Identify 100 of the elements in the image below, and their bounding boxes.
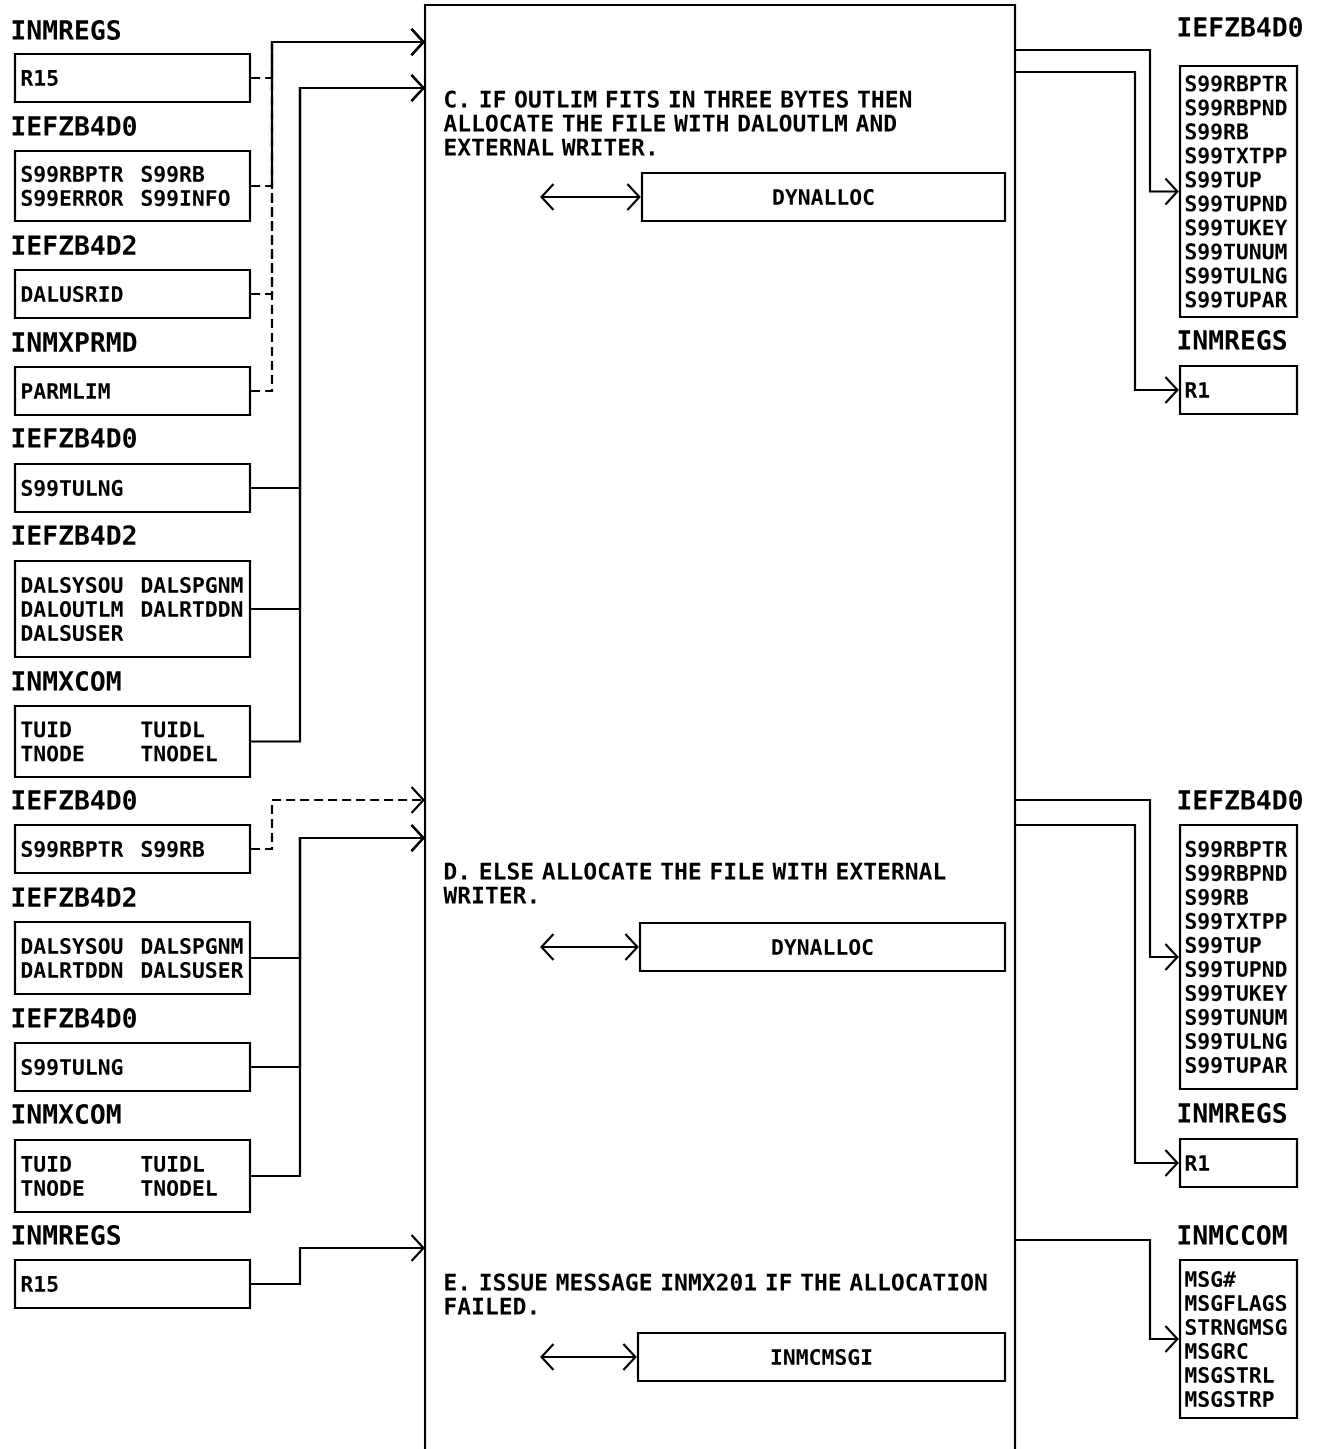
data-area-heading: INMREGS — [1178, 1103, 1287, 1123]
data-area-heading: IEFZB4D0 — [1178, 790, 1302, 810]
node-label: S99RBPTR — [21, 165, 124, 183]
node-label: S99TUPAR — [1185, 1056, 1288, 1074]
data-box: S99RBPTR S99RB — [13, 823, 252, 875]
node-label: DALRTDDN — [21, 962, 123, 978]
node-label: DALSUSER — [141, 961, 244, 979]
node-label: DALSYSOU — [21, 937, 123, 955]
node-label: DALRTDDN — [141, 601, 243, 617]
node-label: TNODEL — [141, 1179, 217, 1197]
node-label: S99TUPND — [1185, 960, 1287, 978]
node-label: S99TUKEY — [1185, 984, 1288, 1002]
node-label: S99TXTPP — [1185, 147, 1287, 164]
node-label: TUIDL — [141, 721, 204, 738]
data-area-heading: INMREGS — [12, 20, 121, 40]
node-label: S99RBPND — [1185, 864, 1287, 882]
data-box: R1 — [1178, 364, 1299, 416]
node-label: S99TUP — [1185, 171, 1261, 188]
data-area-heading: INMREGS — [1178, 330, 1287, 350]
node-label: S99TUKEY — [1185, 219, 1288, 236]
node-label: S99RB — [141, 165, 205, 183]
node-label: MSGRC — [1185, 1342, 1248, 1360]
node-label: S99TUNUM — [1185, 243, 1287, 260]
arrow — [1015, 823, 1179, 1177]
call-arrow — [540, 933, 639, 961]
data-area-heading: IEFZB4D2 — [12, 235, 136, 255]
node-label: TUID — [21, 1156, 71, 1172]
module-box: DYNALLOC — [638, 921, 1007, 973]
data-box: R15 — [13, 1258, 252, 1310]
data-area-heading: INMXPRMD — [12, 332, 137, 352]
node-label: TUID — [21, 721, 71, 738]
node-label: DALSPGNM — [141, 576, 243, 594]
call-arrow — [540, 1343, 637, 1371]
step-text: C. IF OUTLIM FITS IN THREE BYTES THEN ALLOCATE THE FILE WITH DALOUTLM AND EXTERNAL WRITER. — [443, 90, 912, 156]
node-label: S99ERROR — [21, 189, 124, 207]
data-area-heading: IEFZB4D0 — [12, 790, 136, 810]
data-area-heading: IEFZB4D0 — [1178, 17, 1302, 37]
node-label: S99RBPTR — [1185, 75, 1288, 92]
step-text: D. ELSE ALLOCATE THE FILE WITH EXTERNAL WRITER. — [443, 862, 946, 904]
arrow — [1015, 798, 1179, 971]
node-label: S99TXTPP — [1185, 912, 1287, 930]
data-box: S99TULNG — [13, 462, 252, 514]
data-box: PARMLIM — [13, 365, 252, 417]
node-label: DALSUSER — [21, 624, 124, 642]
node-label: MSGFLAGS — [1185, 1294, 1287, 1312]
data-box: MSG# MSGFLAGS STRNGMSG MSGRC MSGSTRL MSGSTRP — [1178, 1258, 1299, 1420]
data-box: R15 — [13, 52, 252, 104]
data-box: DALUSRID — [13, 268, 252, 320]
step-text: E. ISSUE MESSAGE INMX201 IF THE ALLOCATION FAILED. — [445, 1273, 987, 1315]
arrow — [1015, 48, 1179, 206]
node-label: DALOUTLM — [21, 600, 123, 618]
data-box: TUID TUIDL TNODE TNODEL — [13, 1138, 252, 1214]
arrow — [251, 74, 425, 743]
data-area-heading: IEFZB4D2 — [12, 887, 136, 907]
node-label: DALSPGNM — [141, 937, 243, 955]
data-box: S99TULNG — [13, 1041, 252, 1093]
data-area-heading: INMREGS — [12, 1225, 121, 1245]
arrow — [1015, 1238, 1179, 1353]
data-box: DALSYSOU DALSPGNM DALOUTLM DALRTDDN DALSUSER — [13, 559, 252, 659]
node-label: TNODE — [21, 1179, 84, 1197]
arrow — [1015, 70, 1179, 404]
node-label: S99RB — [1185, 888, 1249, 906]
data-area-heading: IEFZB4D0 — [12, 116, 136, 136]
data-area-heading: INMXCOM — [12, 1104, 121, 1124]
data-box: R1 — [1178, 1137, 1299, 1189]
node-label: S99TULNG — [1185, 1032, 1287, 1050]
node-label: MSGSTRL — [1185, 1366, 1274, 1384]
arrow — [251, 28, 425, 393]
node-label: S99TUPND — [1185, 195, 1287, 212]
node-label: S99TUPAR — [1185, 291, 1288, 308]
arrow — [251, 824, 425, 1178]
node-label: S99TUP — [1185, 936, 1261, 954]
arrow — [251, 1234, 425, 1286]
node-label: STRNGMSG — [1185, 1318, 1287, 1336]
module-box: DYNALLOC — [640, 171, 1007, 223]
data-box: S99RBPTR S99RBPND S99RB S99TXTPP S99TUP S99TUPND S99TUKEY S99TUNUM S99TULNG S99TUPAR — [1178, 823, 1299, 1091]
module-box: INMCMSGI — [636, 1331, 1007, 1383]
node-label: TUIDL — [141, 1156, 204, 1172]
data-box: DALSYSOU DALSPGNM DALRTDDN DALSUSER — [13, 920, 252, 996]
data-box: S99RBPTR S99RB S99ERROR S99INFO — [13, 149, 252, 223]
node-label: MSG# — [1185, 1270, 1236, 1288]
data-box: TUID TUIDL TNODE TNODEL — [13, 704, 252, 779]
data-area-heading: INMCCOM — [1178, 1225, 1287, 1245]
node-label: MSGSTRP — [1185, 1390, 1274, 1408]
node-label: S99RB — [1185, 123, 1249, 140]
node-label: S99RBPTR — [1185, 840, 1288, 858]
node-label: DALSYSOU — [21, 576, 123, 594]
node-label: S99TULNG — [1185, 267, 1287, 284]
node-label: S99TUNUM — [1185, 1008, 1287, 1026]
data-area-heading: INMXCOM — [12, 671, 121, 691]
arrow — [251, 786, 425, 851]
data-area-heading: IEFZB4D0 — [12, 1008, 136, 1028]
data-box: S99RBPTR S99RBPND S99RB S99TXTPP S99TUP S99TUPND S99TUKEY S99TUNUM S99TULNG S99TUPAR — [1178, 64, 1299, 319]
node-label: TNODE — [21, 745, 84, 762]
data-area-heading: IEFZB4D2 — [12, 525, 136, 545]
node-label: TNODEL — [141, 745, 217, 762]
node-label: S99INFO — [141, 189, 230, 207]
data-area-heading: IEFZB4D0 — [12, 428, 136, 448]
node-label: S99RBPND — [1185, 99, 1287, 116]
call-arrow — [540, 183, 641, 211]
